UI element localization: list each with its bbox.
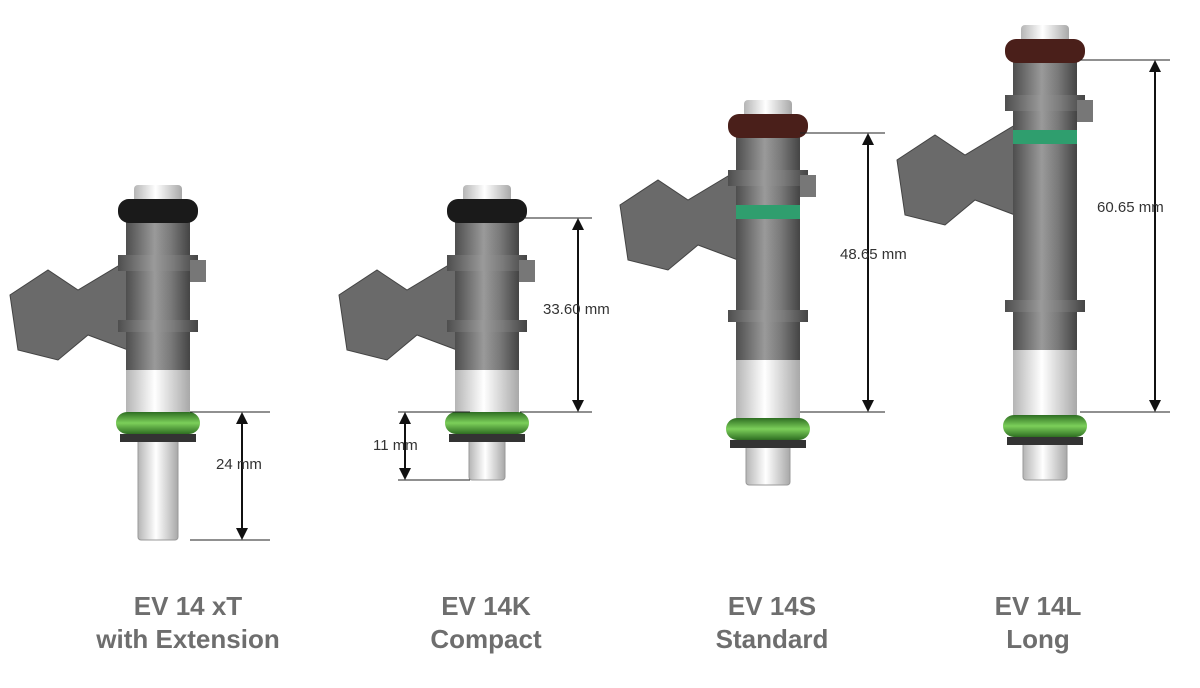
body-tab <box>800 175 816 197</box>
arrowhead <box>572 400 584 412</box>
lower-o-ring <box>445 412 529 434</box>
model-name: EV 14L <box>994 591 1082 621</box>
upper-o-ring <box>118 199 198 223</box>
lower-o-ring <box>726 418 810 440</box>
lower-sleeve <box>455 370 519 412</box>
injector-caption: EV 14L Long <box>908 590 1168 656</box>
spacer-washer <box>449 434 525 442</box>
spacer-washer <box>120 434 196 442</box>
upper-o-ring <box>728 114 808 138</box>
model-name: EV 14K <box>441 591 531 621</box>
dimension-label-length: 33.60 mm <box>543 301 610 318</box>
lower-sleeve <box>736 360 800 418</box>
variant-name: Long <box>1006 624 1070 654</box>
arrowhead <box>399 468 411 480</box>
body-collar <box>447 320 527 332</box>
injector-caption: EV 14K Compact <box>356 590 616 656</box>
electrical-connector <box>896 124 1016 226</box>
injector-body <box>455 220 519 370</box>
arrowhead <box>572 218 584 230</box>
arrowhead <box>862 400 874 412</box>
color-band <box>1013 130 1077 144</box>
injector-body <box>126 220 190 370</box>
body-collar <box>1005 95 1085 111</box>
color-band <box>736 205 800 219</box>
injector-body <box>736 135 800 360</box>
model-name: EV 14S <box>727 591 817 621</box>
nozzle-tip <box>137 431 179 541</box>
lower-sleeve <box>126 370 190 412</box>
body-collar <box>118 320 198 332</box>
body-tab <box>1077 100 1093 122</box>
body-collar <box>118 255 198 271</box>
arrowhead <box>399 412 411 424</box>
electrical-connector <box>619 169 739 271</box>
body-collar <box>1005 300 1085 312</box>
fuel-injector <box>338 185 535 481</box>
arrowhead <box>236 528 248 540</box>
injector-caption: EV 14S Standard <box>642 590 902 656</box>
arrowhead <box>236 412 248 424</box>
arrowhead <box>1149 400 1161 412</box>
variant-name: with Extension <box>96 624 280 654</box>
body-collar <box>728 310 808 322</box>
arrowhead <box>1149 60 1161 72</box>
lower-sleeve <box>1013 350 1077 415</box>
dimension-label-extension: 24 mm <box>216 456 262 473</box>
spacer-washer <box>730 440 806 448</box>
body-collar <box>447 255 527 271</box>
electrical-connector <box>9 259 129 361</box>
upper-o-ring <box>447 199 527 223</box>
body-tab <box>519 260 535 282</box>
body-tab <box>190 260 206 282</box>
dimension-label-length: 60.65 mm <box>1097 199 1164 216</box>
variant-name: Compact <box>430 624 542 654</box>
fuel-injector <box>9 185 206 541</box>
arrowhead <box>862 133 874 145</box>
model-name: EV 14 xT <box>133 591 243 621</box>
lower-o-ring <box>116 412 200 434</box>
variant-name: Standard <box>715 624 829 654</box>
electrical-connector <box>338 259 458 361</box>
upper-o-ring <box>1005 39 1085 63</box>
dimension-label-length: 48.65 mm <box>840 246 907 263</box>
fuel-injector <box>896 25 1093 481</box>
injector-caption: EV 14 xT with Extension <box>58 590 318 656</box>
dimension-label-tip: 11 mm <box>373 437 418 454</box>
lower-o-ring <box>1003 415 1087 437</box>
spacer-washer <box>1007 437 1083 445</box>
fuel-injector <box>619 100 816 486</box>
body-collar <box>728 170 808 186</box>
